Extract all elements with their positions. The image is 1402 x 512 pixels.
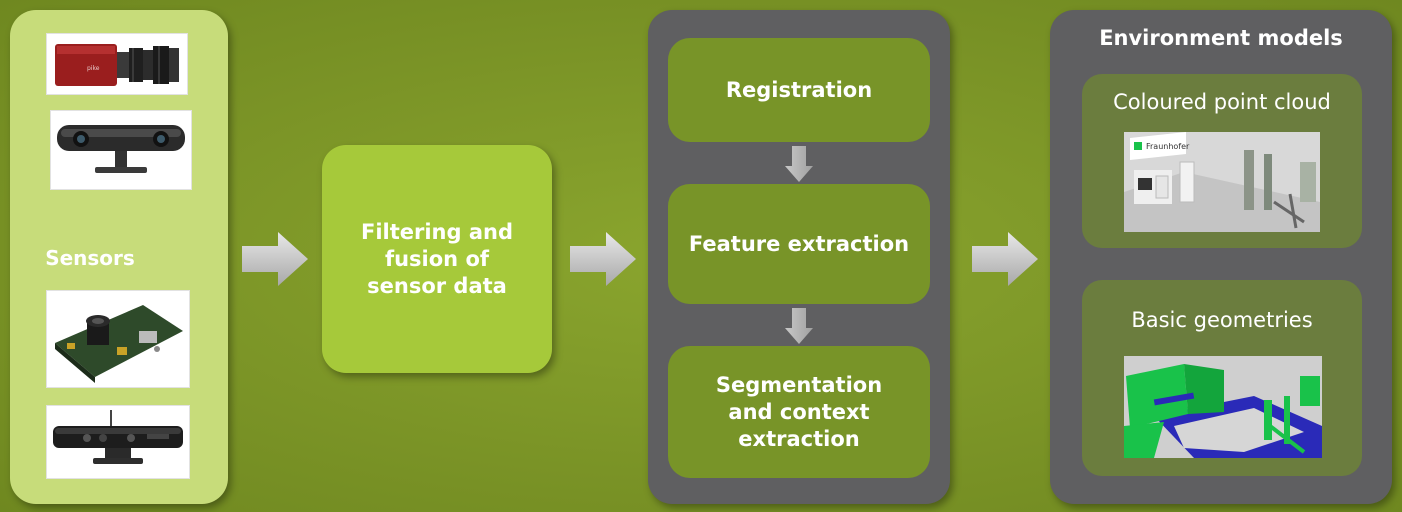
feature-extraction-step: Feature extraction	[668, 184, 930, 304]
environment-models-title: Environment models	[1099, 26, 1343, 50]
point-cloud-image: Fraunhofer	[1124, 132, 1320, 232]
depth-sensor-bar-image	[46, 405, 190, 479]
right-arrow-icon	[242, 232, 308, 286]
down-arrow-icon	[785, 308, 813, 344]
sensors-label: Sensors	[45, 246, 135, 270]
environment-models-panel: Environment models Coloured point cloud …	[1050, 10, 1392, 504]
basic-geometries-image	[1124, 356, 1322, 458]
fraunhofer-image-text: Fraunhofer	[1146, 142, 1190, 151]
camera-board-image	[46, 290, 190, 388]
sensors-panel: pike Sensors	[10, 10, 228, 504]
down-arrow-icon	[785, 146, 813, 182]
registration-label: Registration	[725, 77, 873, 102]
basic-geometries-label: Basic geometries	[1131, 308, 1313, 332]
coloured-point-cloud-label: Coloured point cloud	[1113, 90, 1331, 114]
registration-step: Registration	[668, 38, 930, 142]
feature-extraction-label: Feature extraction	[688, 231, 910, 256]
right-arrow-icon	[972, 232, 1038, 286]
processing-panel: Registration Feature extraction Segmenta…	[648, 10, 950, 504]
right-arrow-icon	[570, 232, 636, 286]
stereo-camera-image	[50, 110, 192, 190]
filtering-fusion-label: Filtering and fusion of sensor data	[360, 219, 514, 298]
basic-geometries-box: Basic geometries	[1082, 280, 1362, 476]
segmentation-label: Segmentation and context extraction	[715, 372, 883, 451]
filtering-fusion-box: Filtering and fusion of sensor data	[322, 145, 552, 373]
svg-text:pike: pike	[87, 65, 100, 72]
segmentation-step: Segmentation and context extraction	[668, 346, 930, 478]
coloured-point-cloud-box: Coloured point cloud Fraunhofer	[1082, 74, 1362, 248]
industrial-camera-image: pike	[46, 33, 188, 95]
